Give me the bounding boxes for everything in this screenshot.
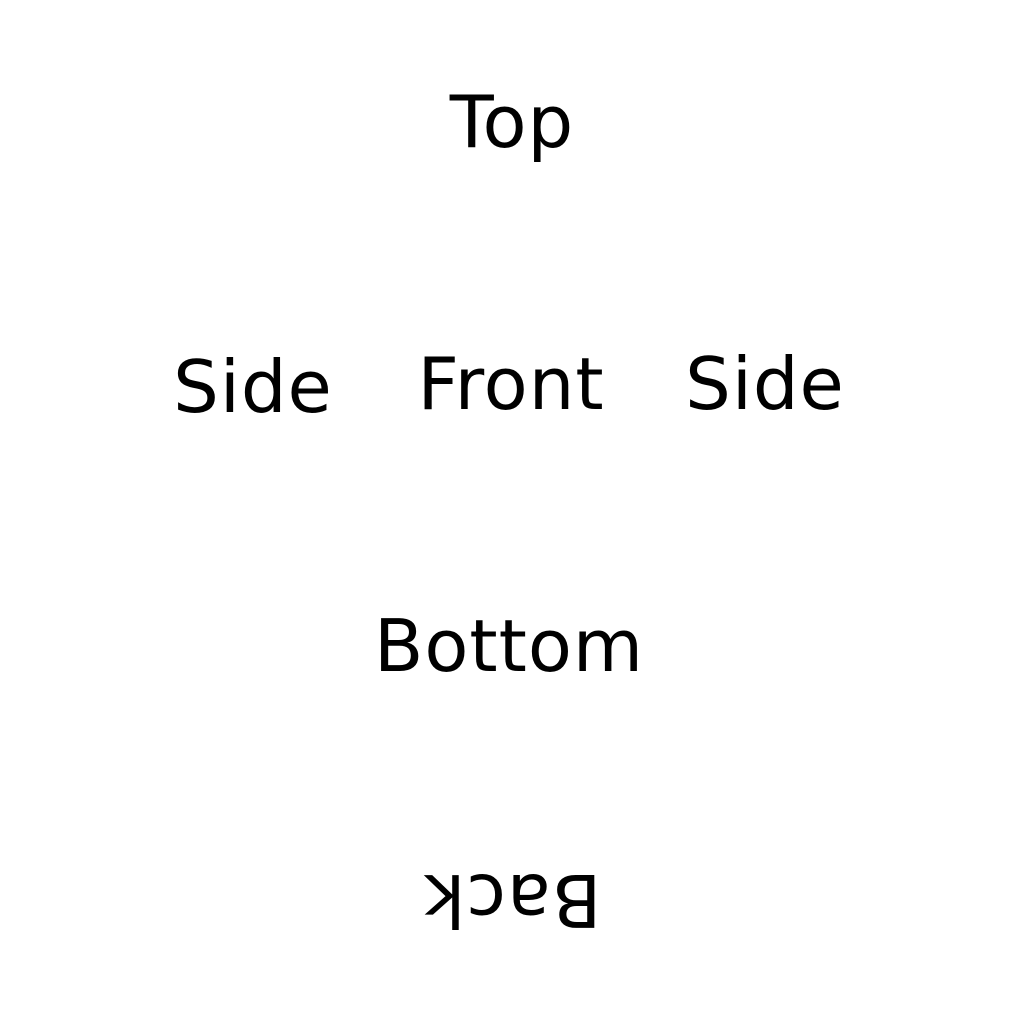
right-side-face-label: Side [685,342,845,426]
left-side-face-label: Side [173,345,333,429]
top-face-label: Top [449,80,575,164]
front-face-label: Front [417,342,605,426]
bottom-face-label: Bottom [373,604,645,688]
back-face-label-upside-down: Back [422,858,602,942]
